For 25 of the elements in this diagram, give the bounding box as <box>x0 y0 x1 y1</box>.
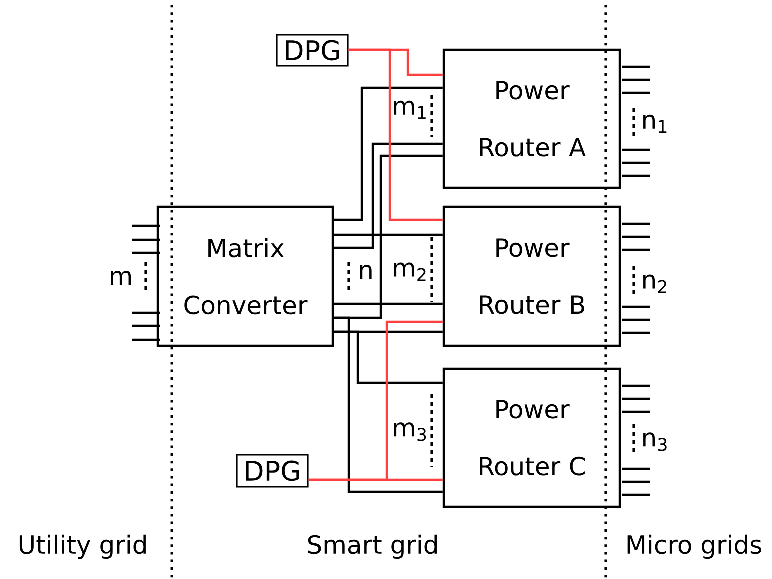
wire <box>308 320 443 482</box>
port-count: n <box>360 265 372 279</box>
port-count: n$_{1}$ <box>644 114 667 134</box>
converter-box: Matrix Converter <box>156 206 334 348</box>
port-count: m <box>111 271 132 285</box>
wire <box>348 48 443 222</box>
wire <box>334 330 443 384</box>
port-count: n$_{2}$ <box>644 274 666 294</box>
source-box: DPG <box>276 34 349 67</box>
port-count: n$_{3}$ <box>644 432 667 452</box>
port-count: m$_{1}$ <box>394 100 426 120</box>
wire <box>334 234 443 236</box>
router-box: Power Router A <box>442 48 622 190</box>
router-box: Power Router B <box>442 206 622 348</box>
port-count: m$_{3}$ <box>394 422 426 442</box>
router-box: Power Router C <box>442 368 622 508</box>
wire <box>334 316 443 494</box>
source-box: DPG <box>236 454 309 488</box>
wire <box>334 86 443 222</box>
port-count: m$_{2}$ <box>394 262 426 282</box>
region-label: Micro grids <box>628 534 762 560</box>
region-label: Utility grid <box>20 534 146 560</box>
wire <box>334 302 443 306</box>
region-label: Smart grid <box>308 534 437 560</box>
wire <box>334 142 443 250</box>
